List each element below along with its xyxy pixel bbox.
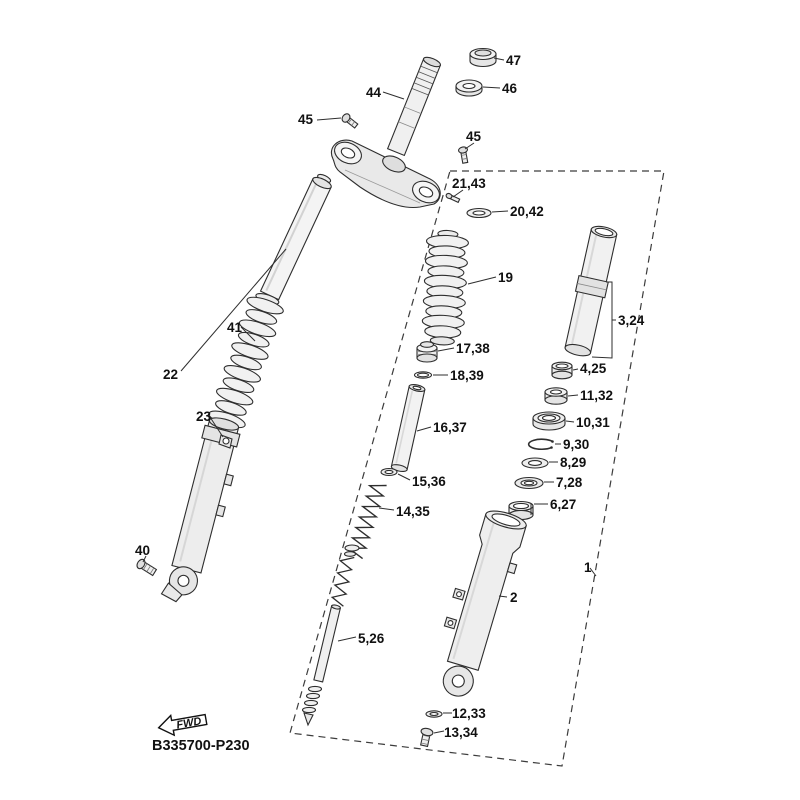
- fwd-arrow: FWD: [157, 713, 208, 737]
- label-41: 41: [227, 320, 243, 335]
- label-10-31: 10,31: [576, 415, 610, 430]
- part-45-bolt-right: [457, 146, 469, 164]
- label-8-29: 8,29: [560, 455, 586, 470]
- label-14-35: 14,35: [396, 504, 430, 519]
- dashed-assembly-boundary: [289, 170, 665, 767]
- label-45-left: 45: [298, 112, 314, 127]
- part-labels: 47 46 44 45 45 21,43 20,42 19 17,38 18,3…: [135, 53, 645, 740]
- part-3-inner-fork-tube: [564, 225, 618, 357]
- label-9-30: 9,30: [563, 437, 589, 452]
- left-outer-tube: [160, 417, 241, 603]
- label-7-28: 7,28: [556, 475, 583, 490]
- label-45-right: 45: [466, 129, 482, 144]
- part-19-boot: [421, 229, 470, 346]
- part-17-cap-bolt: [416, 341, 438, 363]
- catalog-code: B335700-P230: [152, 738, 250, 754]
- left-boot: [208, 292, 284, 433]
- label-46: 46: [502, 81, 518, 96]
- part-7-seal: [514, 476, 544, 490]
- label-3-24: 3,24: [618, 313, 645, 328]
- label-18-39: 18,39: [450, 368, 484, 383]
- label-44: 44: [366, 85, 382, 100]
- label-23: 23: [196, 409, 212, 424]
- part-4-guide-bushing: [551, 361, 573, 380]
- label-17-38: 17,38: [456, 341, 490, 356]
- part-9-retaining-clip: [527, 438, 554, 451]
- label-6-27: 6,27: [550, 497, 576, 512]
- label-15-36: 15,36: [412, 474, 446, 489]
- part-46-washer: [455, 79, 483, 97]
- part-47-cap-nut: [469, 47, 497, 68]
- leader-lines: [142, 57, 616, 734]
- fwd-arrow-label: FWD: [176, 715, 203, 731]
- part-2-outer-tube: [442, 510, 527, 697]
- part-10-oil-seal: [532, 411, 566, 431]
- left-inner-tube: [259, 173, 332, 301]
- part-45-bolt-left: [341, 113, 359, 129]
- part-18-o-ring: [413, 371, 433, 379]
- label-22: 22: [163, 367, 178, 382]
- part-14-fork-spring: [347, 484, 387, 560]
- label-47: 47: [506, 53, 521, 68]
- part-12-gasket-washer: [425, 710, 443, 718]
- part-20-dust-washer: [466, 207, 492, 219]
- label-11-32: 11,32: [580, 388, 613, 403]
- part-5-damper-rod: [301, 544, 360, 727]
- part-21-screw: [445, 192, 461, 204]
- label-40: 40: [135, 543, 150, 558]
- steering-stem-assembly: [331, 56, 442, 209]
- part-11-collar: [544, 387, 568, 405]
- label-13-34: 13,34: [444, 725, 478, 740]
- part-23-guide: [218, 434, 233, 449]
- label-20-42: 20,42: [510, 204, 544, 219]
- label-21-43: 21,43: [452, 176, 486, 191]
- label-4-25: 4,25: [580, 361, 607, 376]
- part-40-bolt: [136, 558, 158, 577]
- label-16-37: 16,37: [433, 420, 467, 435]
- part-8-washer: [521, 457, 549, 469]
- label-1: 1: [584, 560, 592, 575]
- part-15-spring-seat: [380, 467, 398, 477]
- label-2: 2: [510, 590, 518, 605]
- label-5-26: 5,26: [358, 631, 385, 646]
- part-16-damper-tube: [390, 384, 426, 473]
- part-13-bolt: [420, 727, 434, 748]
- label-19: 19: [498, 270, 513, 285]
- label-12-33: 12,33: [452, 706, 486, 721]
